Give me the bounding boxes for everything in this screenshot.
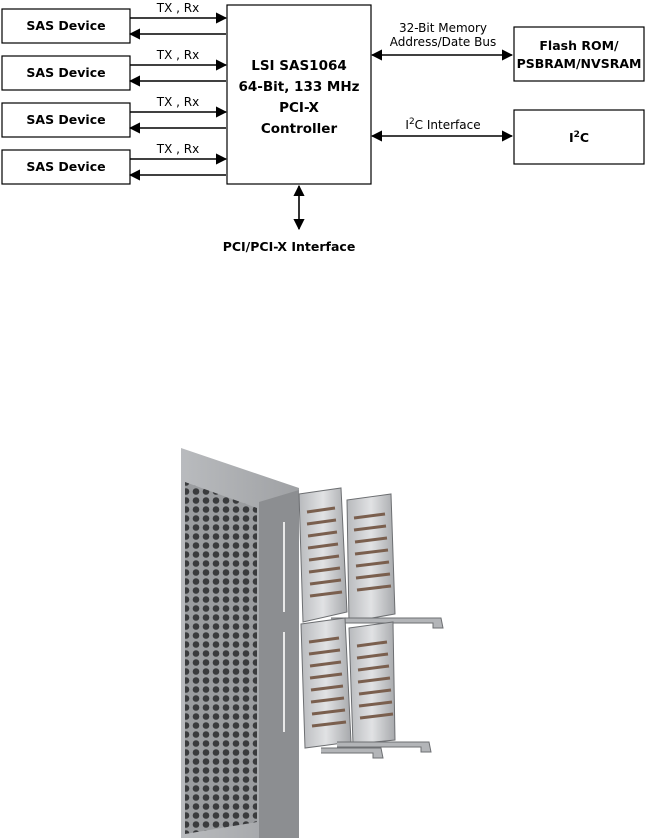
controller-block: LSI SAS1064 64-Bit, 133 MHz PCI-X Contro…: [226, 4, 372, 185]
memory-bus-link: 32-Bit Memory Address/Date Bus: [370, 21, 514, 61]
tx-rx-label: TX , Rx: [156, 142, 199, 156]
pci-interface-link: PCI/PCI-X Interface: [223, 184, 356, 254]
drive-carrier-lower-left: [300, 617, 352, 749]
sas-block-diagram: SAS Device TX , Rx SAS Device TX , Rx SA…: [1, 1, 645, 254]
tx-rx-label: TX , Rx: [156, 1, 199, 15]
sas-device-label: SAS Device: [26, 159, 105, 174]
sas-device-3: SAS Device TX , Rx: [1, 95, 228, 138]
drive-handle-lower-right: [337, 741, 432, 753]
i2c-label: I2C: [569, 130, 589, 145]
memory-bus-label-1: 32-Bit Memory: [399, 21, 487, 35]
controller-line-4: Controller: [261, 121, 338, 137]
flash-label-2: PSBRAM/NVSRAM: [517, 56, 642, 71]
sas-device-label: SAS Device: [26, 18, 105, 33]
tx-rx-label: TX , Rx: [156, 95, 199, 109]
i2c-interface-link: I2C Interface: [370, 117, 514, 142]
controller-line-2: 64-Bit, 133 MHz: [238, 79, 359, 95]
drive-bay-photo: [181, 442, 461, 838]
controller-line-3: PCI-X: [279, 100, 319, 116]
i2c-block: I2C: [513, 109, 645, 165]
flash-label-1: Flash ROM/: [539, 38, 619, 53]
drive-carrier-lower-right: [348, 621, 396, 745]
i2c-interface-label: I2C Interface: [405, 117, 480, 132]
memory-bus-label-2: Address/Date Bus: [390, 35, 496, 49]
sas-device-4: SAS Device TX , Rx: [1, 142, 228, 185]
controller-line-1: LSI SAS1064: [251, 58, 347, 74]
sas-device-1: SAS Device TX , Rx: [1, 1, 228, 44]
sas-device-label: SAS Device: [26, 112, 105, 127]
vent-grille: [185, 482, 257, 834]
drive-handle-lower-left: [321, 747, 384, 759]
drive-carrier-upper-right: [346, 493, 396, 623]
tx-rx-label: TX , Rx: [156, 48, 199, 62]
sas-device-2: SAS Device TX , Rx: [1, 48, 228, 91]
sas-device-label: SAS Device: [26, 65, 105, 80]
flash-rom-block: Flash ROM/ PSBRAM/NVSRAM: [513, 26, 645, 82]
pci-interface-label: PCI/PCI-X Interface: [223, 239, 356, 254]
drive-carrier-upper-left: [298, 487, 348, 623]
